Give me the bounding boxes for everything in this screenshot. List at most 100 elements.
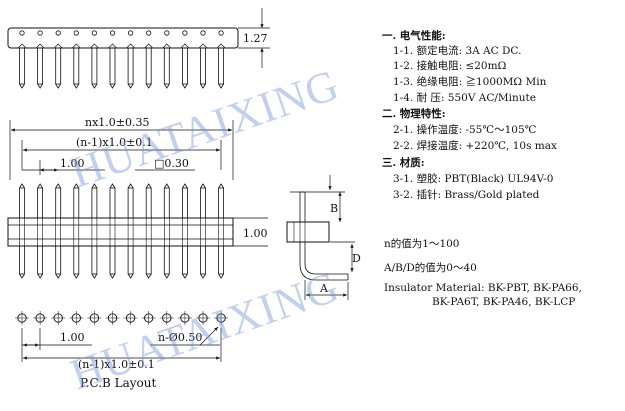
top-view-pin — [37, 47, 43, 85]
front-view-pin-top — [91, 183, 98, 189]
front-view: nx1.0±0.35 (n-1)x1.0±0.1 1.00 □0.30 1.00 — [7, 116, 268, 279]
front-view-pin-bottom — [145, 273, 152, 279]
dim-overall-length: nx1.0±0.35 — [85, 116, 150, 129]
top-view-pin-tip — [163, 83, 170, 89]
note-insulator-line1: Insulator Material: BK-PBT, BK-PA66, — [384, 282, 582, 294]
front-view-pin-top — [73, 183, 80, 189]
top-view-pin-dot — [91, 30, 98, 36]
pcb-dim-hole: n-Ø0.50 — [158, 331, 202, 344]
top-view-notch — [126, 43, 135, 49]
top-view-pin — [218, 47, 225, 85]
front-view-pin-top — [163, 183, 170, 189]
top-view-pin-dot — [73, 30, 79, 36]
spec-line-3: 1-3. 绝缘电阻: ≧1000MΩ Min — [393, 76, 547, 88]
front-view-pin-bottom — [73, 273, 80, 279]
front-view-pin-bottom — [200, 273, 206, 279]
note-abd-range: A/B/D的值为0～40 — [384, 262, 477, 274]
top-view-pin — [109, 47, 116, 85]
top-view-notch — [162, 43, 172, 49]
side-view: B D A — [286, 175, 361, 300]
front-view-pin-bottom — [163, 273, 170, 279]
top-view-notch — [180, 43, 190, 49]
front-view-pin-bottom — [91, 273, 98, 279]
front-view-pin-top — [19, 183, 25, 189]
top-view-pin-tip — [200, 83, 206, 89]
front-view-pin-top — [145, 183, 152, 189]
front-view-pin-bottom — [127, 273, 134, 279]
note-insulator-line2: BK-PA6T, BK-PA46, BK-LCP — [432, 296, 576, 308]
top-view-pin-dot — [55, 30, 61, 36]
pcb-caption: P.C.B Layout — [80, 376, 157, 390]
dim-label-b: B — [330, 202, 338, 215]
top-view-body — [7, 27, 239, 49]
top-view-notch — [108, 43, 117, 49]
top-view-notch — [17, 43, 27, 49]
front-view-pin-bottom — [109, 273, 116, 279]
front-view-pin-bottom — [37, 273, 43, 279]
dim-pitch-span: (n-1)x1.0±0.1 — [76, 136, 153, 149]
top-view-pin-dot — [109, 30, 116, 36]
top-view-pin — [55, 47, 62, 85]
note-n-range: n的值为1～100 — [384, 238, 460, 250]
top-view-pin — [200, 47, 206, 85]
top-view-pin — [73, 47, 80, 85]
top-view-pin-dot — [37, 30, 43, 36]
spec-line-8: 三. 材质: — [382, 157, 425, 169]
front-view-pin-bottom — [182, 273, 188, 279]
pcb-dim-pitch: 1.00 — [60, 331, 85, 344]
front-view-pin-top — [200, 183, 206, 189]
dim-pitch: 1.00 — [60, 157, 85, 170]
dim-insulator-height: 1.00 — [243, 227, 268, 240]
spec-line-6: 2-1. 操作温度: -55℃～105℃ — [393, 124, 537, 136]
spec-line-9: 3-1. 塑胶: PBT(Black) UL94V-0 — [393, 173, 554, 185]
top-view-notch — [35, 43, 45, 49]
front-insulator — [7, 217, 234, 247]
front-view-pin-top — [37, 183, 43, 189]
front-view-pin-bottom — [218, 273, 224, 279]
dim-1-27: 1.27 — [243, 32, 268, 45]
top-view-pin — [127, 47, 134, 85]
front-view-pin-top — [218, 183, 224, 189]
pcb-dim-span: (n-1)x1.0±0.1 — [78, 358, 155, 371]
top-view-notch — [72, 43, 81, 49]
top-view-pin-dot — [218, 30, 224, 36]
front-view-pin-bottom — [19, 273, 25, 279]
top-view-pin-dot — [128, 30, 134, 36]
dim-label-d: D — [352, 252, 361, 265]
top-view-notch — [53, 43, 63, 49]
front-view-pin-top — [55, 183, 62, 189]
top-view-pin-tip — [91, 83, 98, 89]
top-view-pin-tip — [19, 83, 25, 89]
spec-line-4: 1-4. 耐 压: 550V AC/Minute — [393, 92, 536, 104]
top-view-pin-tip — [145, 83, 152, 89]
front-view-pin-top — [182, 183, 188, 189]
top-view-pin-tip — [127, 83, 134, 89]
top-view-notch — [144, 43, 153, 49]
top-view-pin-dot — [200, 30, 206, 36]
top-view-pin-dot — [19, 30, 25, 36]
dim-pin-square: □0.30 — [154, 157, 189, 170]
top-view-notch — [90, 43, 99, 49]
spec-line-5: 二. 物理特性: — [382, 108, 446, 120]
top-view-notch — [216, 43, 226, 49]
spec-line-10: 3-2. 插针: Brass/Gold plated — [393, 189, 540, 201]
top-view: 1.27 — [7, 8, 270, 89]
top-view-pin-dot — [146, 30, 152, 36]
top-view-pin-tip — [218, 83, 224, 89]
top-view-pin — [145, 47, 152, 85]
top-view-pin-dot — [164, 30, 170, 36]
spec-line-1: 1-1. 额定电流: 3A AC DC. — [393, 45, 522, 57]
top-view-pin-tip — [37, 83, 43, 89]
pcb-layout: 1.00 n-Ø0.50 (n-1)x1.0±0.1 P.C.B Layout — [15, 311, 229, 390]
top-view-pin-dot — [182, 30, 188, 36]
top-view-pin-tip — [55, 83, 62, 89]
spec-line-2: 1-2. 接触电阻: ≤20mΩ — [393, 60, 507, 72]
top-view-pin-tip — [73, 83, 80, 89]
top-view-pin — [19, 47, 25, 85]
spec-line-7: 2-2. 焊接温度: +220℃, 10s max — [393, 140, 557, 152]
top-view-pin — [163, 47, 170, 85]
top-view-pin — [91, 47, 98, 85]
spec-line-0: 一. 电气性能: — [382, 30, 446, 42]
